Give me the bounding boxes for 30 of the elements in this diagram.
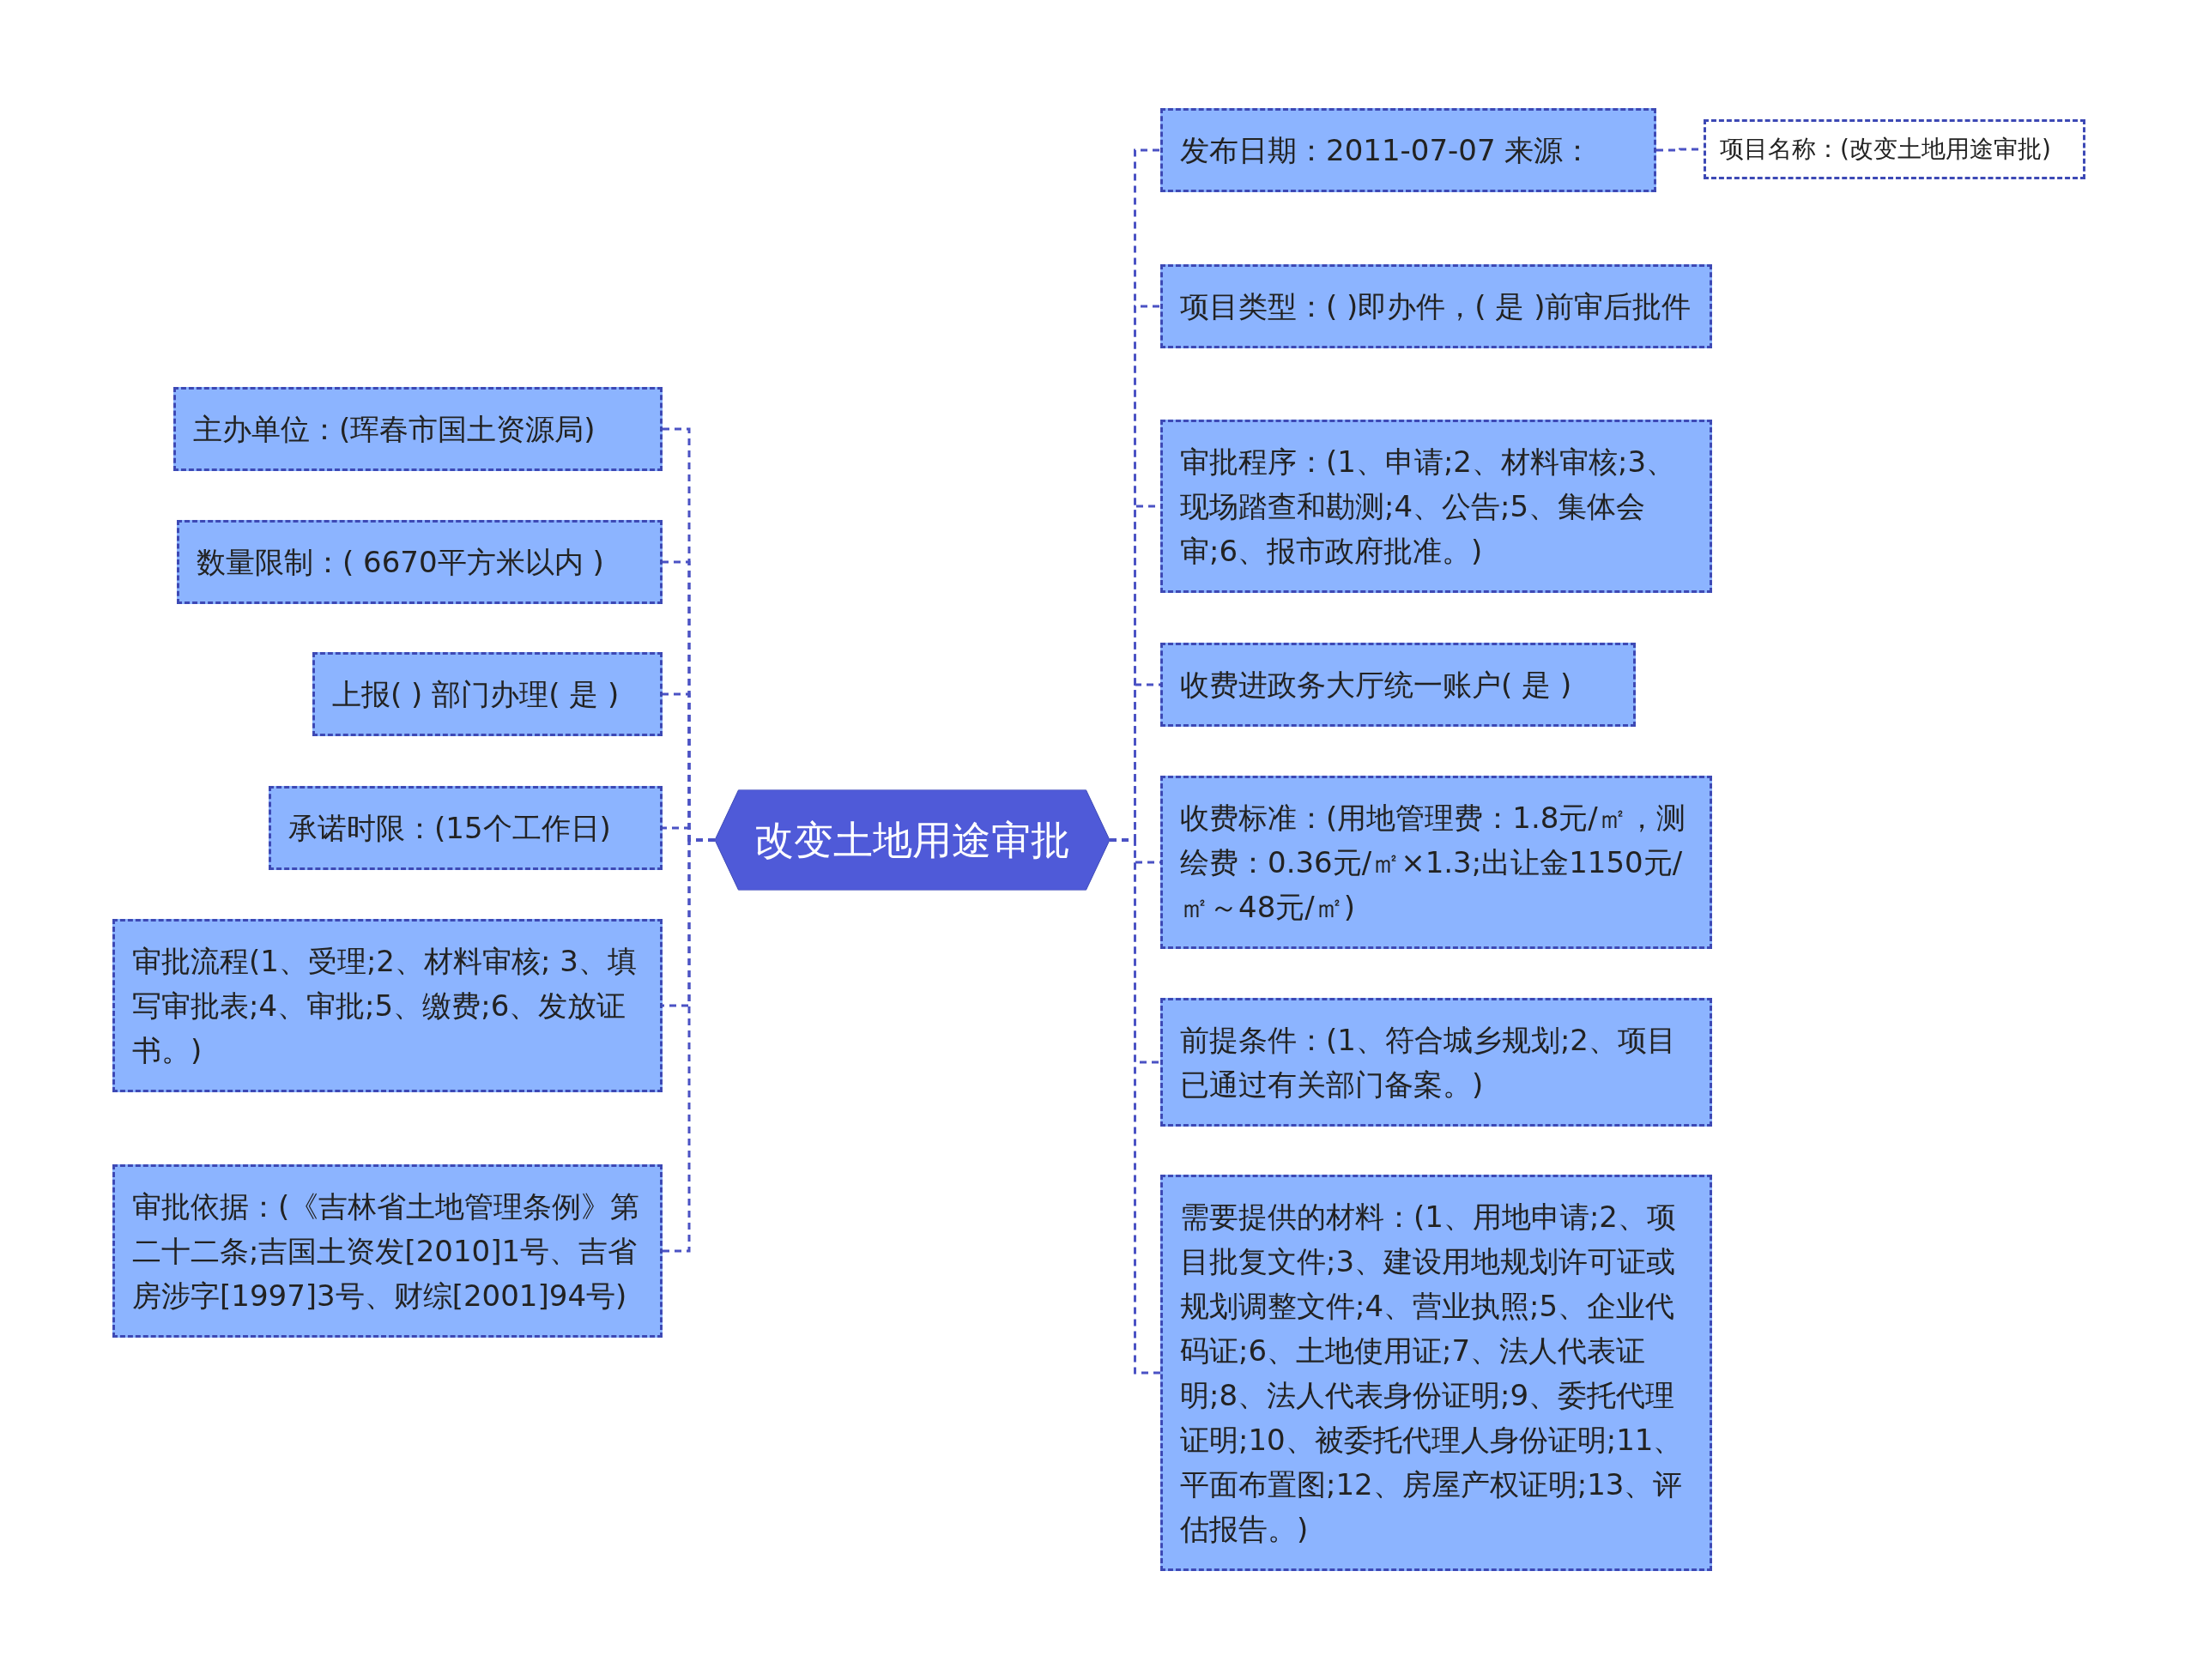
topic-text: 主办单位：(珲春市国土资源局) [193,411,596,448]
topic-box [112,1164,663,1338]
central-topic-hexagon [715,789,1110,891]
topic-text: 审批流程(1、受理;2、材料审核; 3、填写审批表;4、审批;5、缴费;6、发放证书。) [132,943,638,1069]
topic-text: 收费标准：(用地管理费：1.8元/㎡，测绘费：0.36元/㎡×1.3;出让金1150元/㎡～48元/㎡) [1180,800,1686,926]
topic-text: 改变土地用途审批 [754,815,1071,865]
topic-text: 收费进政务大厅统一账户( 是 ) [1180,667,1573,704]
topic-box [1160,776,1712,949]
topic-box [1160,264,1712,348]
topic-text: 项目名称：(改变土地用途审批) [1720,134,2052,165]
topic-text: 项目类型：( )即办件，( 是 )前审后批件 [1180,288,1692,325]
topic-text: 上报( ) 部门办理( 是 ) [332,676,620,713]
topic-box [112,919,663,1092]
topic-box [173,387,663,471]
topic-text: 审批依据：(《吉林省土地管理条例》第二十二条;吉国土资发[2010]1号、吉省房涉字[1997]3号、财综[2001]94号) [132,1188,641,1314]
topic-box [177,520,663,604]
topic-text: 发布日期：2011-07-07 来源： [1180,132,1594,169]
topic-box [1160,108,1656,192]
topic-box [1160,420,1712,593]
topic-box [269,786,663,870]
topic-text: 承诺时限：(15个工作日) [288,810,612,847]
topic-box [1160,998,1712,1127]
topic-text: 数量限制：( 6670平方米以内 ) [197,544,605,581]
topic-box [312,652,663,736]
detail-box [1704,119,2085,179]
topic-box [1160,643,1636,727]
topic-text: 前提条件：(1、符合城乡规划;2、项目已通过有关部门备案。) [1180,1022,1677,1103]
topic-text: 审批程序：(1、申请;2、材料审核;3、现场踏查和勘测;4、公告;5、集体会审;6、报市政府批准。) [1180,444,1677,570]
topic-text: 需要提供的材料：(1、用地申请;2、项目批复文件;3、建设用地规划许可证或规划调整文件;4、营业执照;5、企业代码证;6、土地使用证;7、法人代表证明;8、法人代表身份证明;9、委托代理证明;10、被委托代理人身份证明;11、平面布置图;12、房屋产权证明;13、评估报告。) [1180,1199,1684,1548]
topic-box [1160,1175,1712,1571]
